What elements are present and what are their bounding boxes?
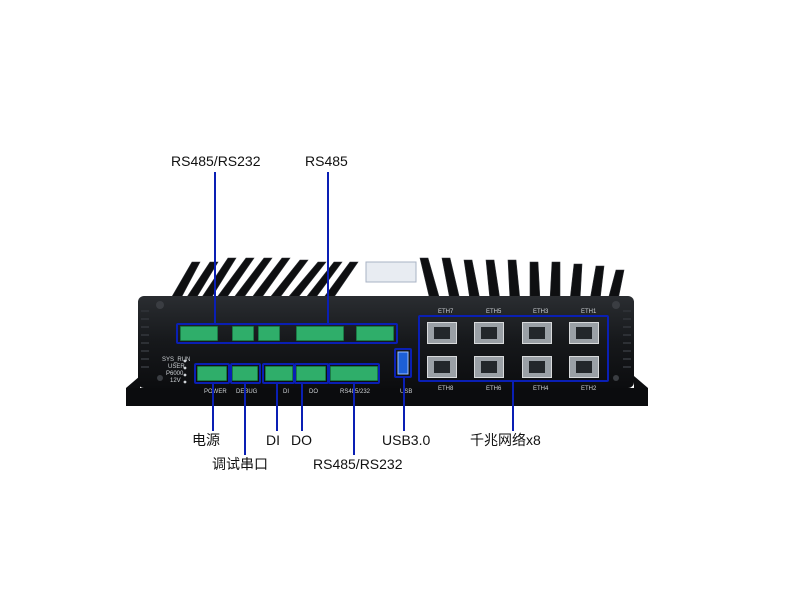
label-rs485-rs232-bottom: RS485/RS232: [313, 456, 403, 472]
label-rs485-rs232-top: RS485/RS232: [171, 153, 261, 169]
label-do: DO: [291, 432, 312, 448]
terminal-debug: [232, 366, 258, 381]
eth-label-3: ETH3: [533, 309, 549, 315]
port-label-do: DO: [309, 389, 318, 395]
label-rs485-top: RS485: [305, 153, 348, 169]
highlight-usb: [394, 348, 412, 378]
port-label-rs485: RS485/232: [340, 389, 371, 395]
highlight-power: [194, 363, 230, 384]
led-label-user: USER: [168, 364, 185, 370]
callout-line-top-left: [214, 172, 216, 324]
rj45-port-2: [569, 356, 599, 378]
led-label-12v: 12V: [170, 378, 181, 384]
rj45-port-7: [427, 322, 457, 344]
terminal-do: [296, 366, 326, 381]
rj45-port-3: [522, 322, 552, 344]
terminal-rs485-bottom: [330, 366, 378, 381]
highlight-ethernet: [418, 315, 609, 382]
eth-label-7: ETH7: [438, 309, 454, 315]
terminal-top-3: [258, 326, 280, 341]
highlight-rs485-bottom: [328, 363, 380, 384]
terminal-top-2: [232, 326, 254, 341]
label-usb3: USB3.0: [382, 432, 431, 448]
callout-line-ethernet: [512, 382, 514, 431]
label-di: DI: [266, 432, 280, 448]
highlight-top-terminals: [176, 323, 398, 344]
led-label-sys-run: SYS_RUN: [162, 357, 191, 363]
label-gigabit-ethernet: 千兆网络x8: [470, 432, 541, 448]
label-power: 电源: [192, 432, 220, 448]
callout-line-do: [301, 384, 303, 431]
callout-line-rs485-bottom: [353, 384, 355, 455]
highlight-do: [294, 363, 329, 384]
callout-line-debug: [244, 384, 246, 455]
port-label-di: DI: [283, 389, 289, 395]
eth-label-5: ETH5: [486, 309, 502, 315]
heatsink-fins: [169, 257, 625, 301]
rj45-port-4: [522, 356, 552, 378]
terminal-top-4: [296, 326, 344, 341]
eth-label-2: ETH2: [581, 386, 597, 392]
callout-line-usb: [403, 378, 405, 431]
callout-line-top-right: [327, 172, 329, 324]
label-debug-serial: 调试串口: [212, 456, 268, 472]
port-label-power: POWER: [204, 389, 227, 395]
eth-label-1: ETH1: [581, 309, 597, 315]
rj45-port-6: [474, 356, 504, 378]
led-label-p6000: P6000: [166, 371, 184, 377]
highlight-di: [262, 363, 295, 384]
terminal-di: [265, 366, 293, 381]
highlight-debug: [230, 363, 261, 384]
callout-line-power: [212, 384, 214, 431]
eth-label-6: ETH6: [486, 386, 502, 392]
callout-line-di: [276, 384, 278, 431]
port-label-usb: USB: [400, 389, 413, 395]
terminal-power: [197, 366, 227, 381]
eth-label-4: ETH4: [533, 386, 549, 392]
rj45-port-8: [427, 356, 457, 378]
terminal-top-5: [356, 326, 394, 341]
terminal-top-1: [180, 326, 218, 341]
port-label-debug: DEBUG: [236, 389, 258, 395]
rj45-port-1: [569, 322, 599, 344]
eth-label-8: ETH8: [438, 386, 454, 392]
rj45-port-5: [474, 322, 504, 344]
